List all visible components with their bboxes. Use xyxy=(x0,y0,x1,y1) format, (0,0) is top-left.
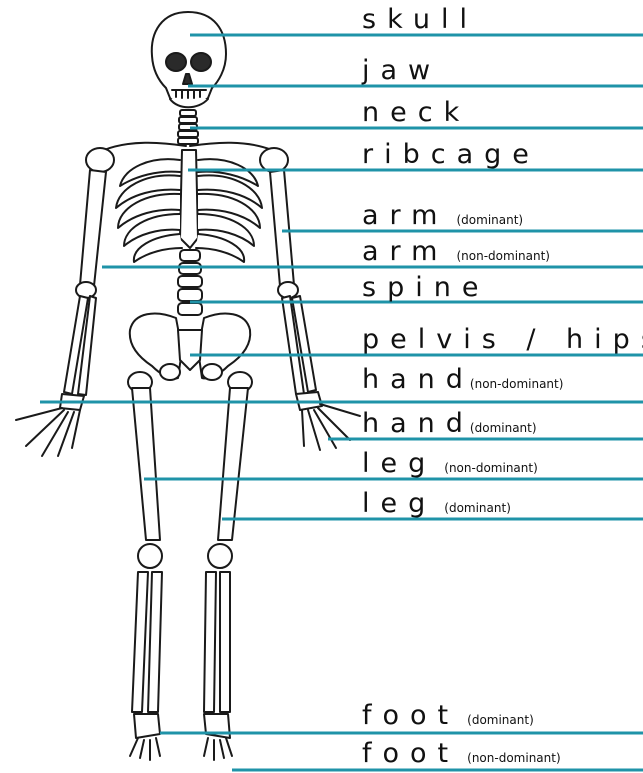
ribcage-bone xyxy=(116,150,262,262)
label-hand-dominant: hand (dominant) xyxy=(362,410,537,437)
label-spine-text: spine xyxy=(362,274,489,301)
foot-right xyxy=(204,714,232,760)
label-pelvis-hips-text: pelvis / hips xyxy=(362,326,643,353)
label-leg-non-dominant-qualifier: (non-dominant) xyxy=(444,462,538,474)
leg-right xyxy=(204,388,248,712)
skull-bone xyxy=(152,12,226,107)
arm-left xyxy=(64,170,106,395)
label-foot-dominant-qualifier: (dominant) xyxy=(467,714,534,726)
label-arm-non-dominant-text: arm xyxy=(362,238,448,265)
label-hand-dominant-text: hand xyxy=(362,410,474,437)
spine-bone xyxy=(178,250,202,315)
label-neck: neck xyxy=(362,99,470,126)
label-foot-non-dominant-text: foot xyxy=(362,740,459,767)
label-hand-non-dominant: hand (non-dominant) xyxy=(362,366,563,393)
foot-left xyxy=(130,714,160,760)
label-jaw-text: jaw xyxy=(362,57,441,84)
label-spine: spine xyxy=(362,274,489,301)
label-leg-non-dominant-text: leg xyxy=(362,450,436,477)
label-arm-dominant: arm (dominant) xyxy=(362,202,523,229)
label-arm-dominant-qualifier: (dominant) xyxy=(456,214,523,226)
label-skull-text: skull xyxy=(362,6,478,33)
label-arm-non-dominant: arm (non-dominant) xyxy=(362,238,550,265)
label-arm-non-dominant-qualifier: (non-dominant) xyxy=(456,250,550,262)
label-hand-non-dominant-text: hand xyxy=(362,366,474,393)
label-leg-dominant: leg (dominant) xyxy=(362,490,511,517)
label-hand-non-dominant-qualifier: (non-dominant) xyxy=(470,378,564,390)
label-leg-non-dominant: leg (non-dominant) xyxy=(362,450,538,477)
pelvis-bone xyxy=(128,314,252,392)
label-foot-non-dominant: foot (non-dominant) xyxy=(362,740,561,767)
label-skull: skull xyxy=(362,6,478,33)
label-foot-dominant: foot (dominant) xyxy=(362,702,534,729)
label-neck-text: neck xyxy=(362,99,470,126)
arm-right xyxy=(270,170,316,394)
label-jaw: jaw xyxy=(362,57,441,84)
label-hand-dominant-qualifier: (dominant) xyxy=(470,422,537,434)
label-leg-dominant-text: leg xyxy=(362,490,436,517)
label-ribcage: ribcage xyxy=(362,141,540,168)
label-arm-dominant-text: arm xyxy=(362,202,448,229)
label-pelvis-hips: pelvis / hips xyxy=(362,326,643,353)
label-ribcage-text: ribcage xyxy=(362,141,540,168)
label-foot-non-dominant-qualifier: (non-dominant) xyxy=(467,752,561,764)
label-foot-dominant-text: foot xyxy=(362,702,459,729)
label-leg-dominant-qualifier: (dominant) xyxy=(444,502,511,514)
leg-left xyxy=(132,388,162,712)
